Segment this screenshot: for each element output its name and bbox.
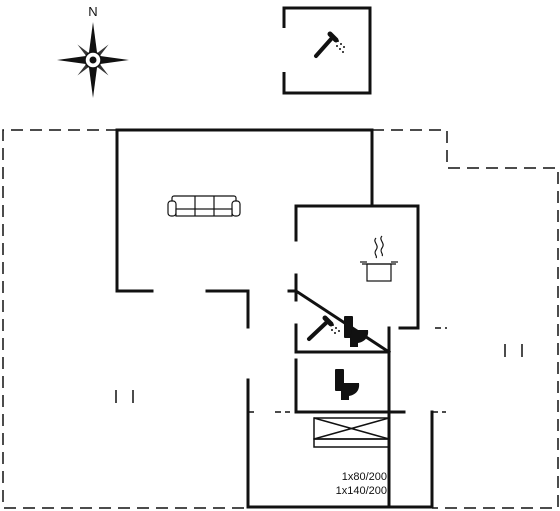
shower-icon	[314, 31, 345, 58]
terrace-outline	[2, 129, 559, 509]
walls	[115, 128, 434, 509]
cooking-pot-icon	[360, 235, 398, 282]
north-label: N	[88, 4, 97, 19]
compass-rose-icon: N	[57, 4, 129, 98]
sofa-icon	[167, 195, 241, 217]
bed-icon	[313, 417, 390, 448]
openings	[115, 327, 523, 413]
bathroom-shower-icon	[307, 315, 340, 341]
toilet-icon	[335, 369, 360, 400]
outdoor-shower-enclosure	[282, 6, 372, 95]
bed-label-double: 1x140/200	[336, 485, 387, 497]
bathroom-toilet-icon	[344, 316, 369, 347]
bed-label-single: 1x80/200	[342, 471, 387, 483]
